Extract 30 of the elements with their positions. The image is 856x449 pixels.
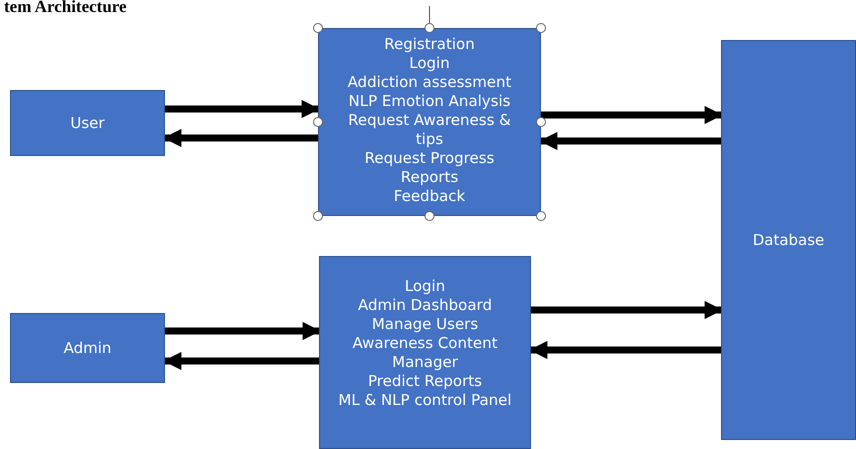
arrow bbox=[165, 322, 321, 340]
entity-label: Database bbox=[752, 230, 824, 250]
entity-label: User bbox=[70, 114, 105, 132]
function-list-box bbox=[318, 28, 541, 216]
function-item: Login bbox=[404, 277, 446, 296]
entity-label: Admin bbox=[64, 338, 112, 358]
entity-box bbox=[10, 90, 165, 156]
function-item: Request Awareness & tips bbox=[347, 111, 512, 149]
function-item: ML & NLP control Panel bbox=[338, 391, 512, 410]
function-item: Admin Dashboard bbox=[358, 296, 492, 315]
arrow bbox=[163, 128, 318, 148]
diagram-title: tem Architecture bbox=[4, 0, 127, 17]
function-item: Awareness Content Manager bbox=[352, 334, 498, 372]
function-item: Feedback bbox=[394, 187, 466, 206]
arrow bbox=[165, 100, 320, 118]
function-item: Manage Users bbox=[372, 315, 478, 334]
arrow bbox=[163, 352, 319, 370]
entity-box bbox=[10, 313, 165, 383]
function-item: Predict Reports bbox=[368, 372, 482, 391]
function-item: Addiction assessment bbox=[348, 73, 512, 92]
arrow bbox=[539, 132, 721, 150]
arrow bbox=[531, 300, 723, 320]
function-item: Request Progress Reports bbox=[364, 149, 496, 187]
entity-box bbox=[721, 40, 856, 440]
arrow bbox=[541, 106, 723, 124]
function-item: Login bbox=[409, 54, 450, 73]
function-item: Registration bbox=[384, 35, 475, 54]
function-item: NLP Emotion Analysis bbox=[348, 92, 510, 111]
arrow bbox=[529, 340, 721, 360]
function-list-box bbox=[319, 256, 531, 449]
